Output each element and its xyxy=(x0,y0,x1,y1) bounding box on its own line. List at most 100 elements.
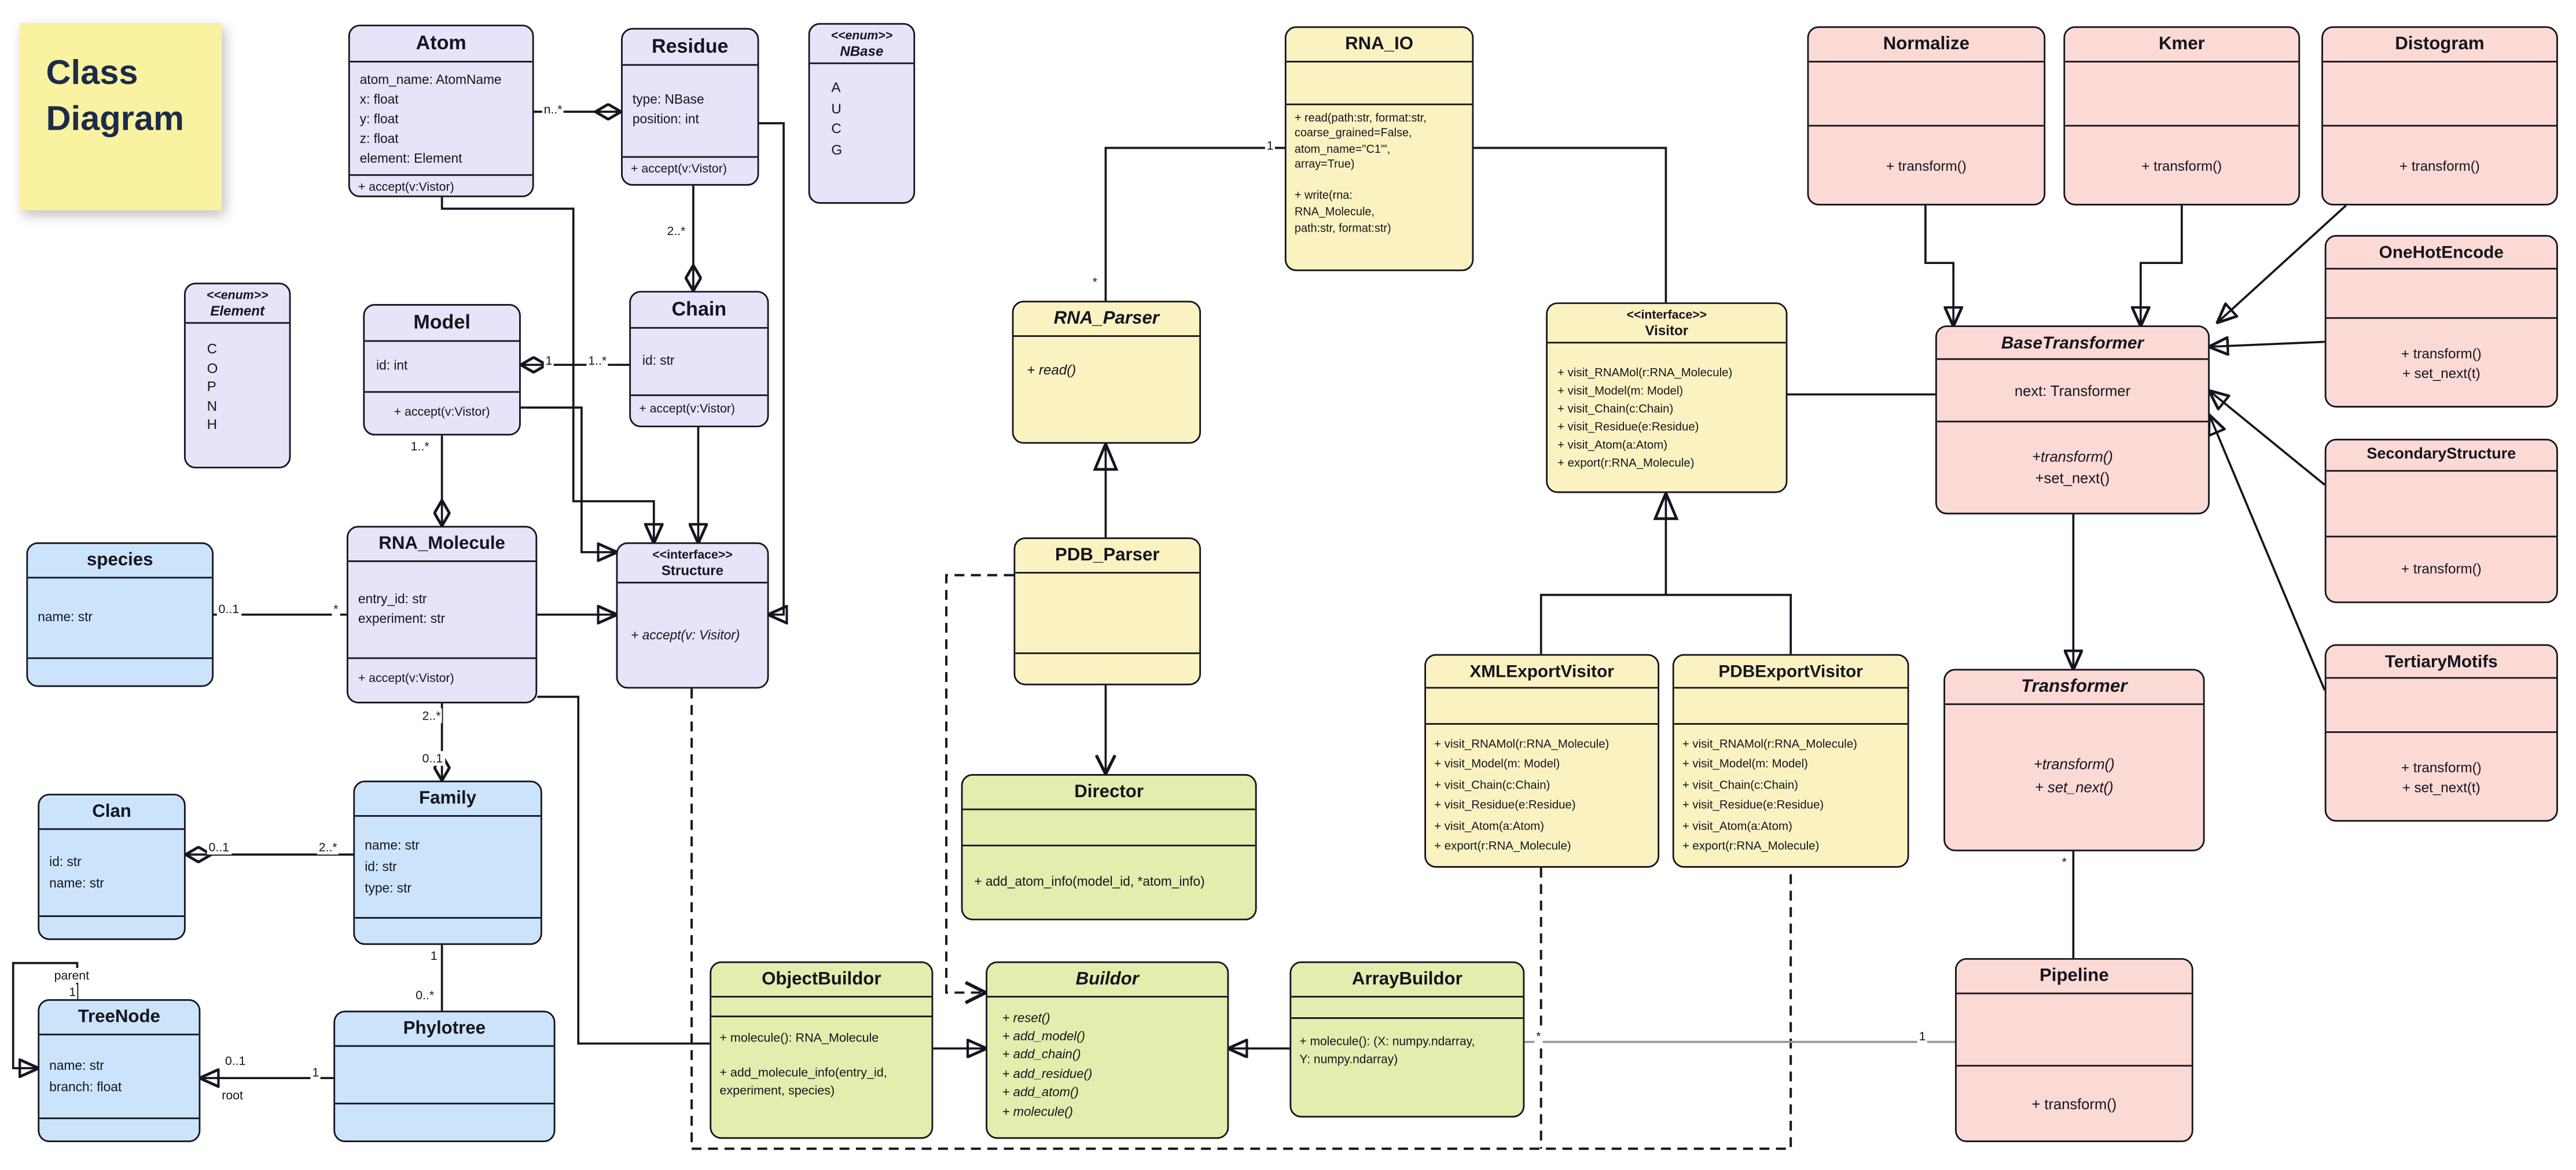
attributes-empty xyxy=(711,997,932,1017)
methods-empty xyxy=(28,659,212,685)
attributes: atom_name: AtomName x: float y: float z:… xyxy=(350,62,532,176)
methods: + accept(v:Vistor) xyxy=(639,401,736,416)
multiplicity-species-left: 0..1 xyxy=(216,601,241,617)
class-model[interactable]: Model id: int + accept(v:Vistor) xyxy=(363,304,521,436)
class-title: OneHotEncode xyxy=(2326,237,2557,270)
multiplicity-phylotree-top: 0..* xyxy=(414,988,436,1003)
class-title: Chain xyxy=(631,292,767,329)
title-note[interactable]: Class Diagram xyxy=(20,23,222,211)
methods: + reset() + add_model() + add_chain() + … xyxy=(1002,1010,1093,1119)
class-xml-export-visitor[interactable]: XMLExportVisitor + visit_RNAMol(r:RNA_Mo… xyxy=(1424,654,1660,868)
class-rna-parser[interactable]: RNA_Parser + read() xyxy=(1012,300,1201,444)
class-title: Model xyxy=(365,306,520,342)
class-residue[interactable]: Residue type: NBase position: int + acce… xyxy=(621,28,759,186)
attributes-empty xyxy=(962,809,1255,846)
class-pdb-parser[interactable]: PDB_Parser xyxy=(1013,537,1201,685)
methods: + transform() + set_next(t) xyxy=(2401,344,2482,381)
interface-structure[interactable]: <<interface>> Structure + accept(v: Visi… xyxy=(616,542,769,689)
methods: + accept(v:Vistor) xyxy=(631,161,727,176)
class-title: Residue xyxy=(622,30,758,65)
multiplicity-species-right: * xyxy=(332,601,340,617)
class-title: PDB_Parser xyxy=(1015,539,1200,573)
class-phylotree[interactable]: Phylotree xyxy=(333,1010,556,1142)
attributes: entry_id: str experiment: str xyxy=(348,562,536,659)
edge-residue-structure xyxy=(759,122,784,615)
class-tertiary-motifs[interactable]: TertiaryMotifs + transform() + set_next(… xyxy=(2324,644,2558,822)
class-rna-molecule[interactable]: RNA_Molecule entry_id: str experiment: s… xyxy=(346,526,538,703)
class-title: RNA_Parser xyxy=(1013,302,1200,336)
class-family[interactable]: Family name: str id: str type: str xyxy=(353,780,542,945)
class-normalize[interactable]: Normalize + transform() xyxy=(1807,26,2046,206)
class-title: PDBExportVisitor xyxy=(1674,656,1908,689)
class-director[interactable]: Director + add_atom_info(model_id, *atom… xyxy=(961,774,1257,920)
class-base-transformer[interactable]: BaseTransformer next: Transformer +trans… xyxy=(1935,325,2210,515)
class-clan[interactable]: Clan id: str name: str xyxy=(38,794,186,940)
edge-rnaio-rnaparser xyxy=(1104,146,1285,301)
class-secondary-structure[interactable]: SecondaryStructure + transform() xyxy=(2324,438,2558,603)
class-title: SecondaryStructure xyxy=(2326,441,2557,472)
class-chain[interactable]: Chain id: str + accept(v:Vistor) xyxy=(629,291,769,428)
class-title: Clan xyxy=(39,795,184,830)
interface-visitor[interactable]: <<interface>> Visitor + visit_RNAMol(r:R… xyxy=(1546,302,1788,493)
attributes-empty xyxy=(335,1046,554,1105)
edge-atom-structure xyxy=(440,197,654,542)
edge-rnaio-visitor xyxy=(1473,146,1667,303)
class-title: Family xyxy=(355,782,541,816)
class-title: Phylotree xyxy=(335,1013,554,1047)
methods: + accept(v:Vistor) xyxy=(394,405,490,420)
multiplicity-treenode-parent: 1 xyxy=(67,984,78,999)
edge-normalize-basetransformer xyxy=(1924,205,1953,325)
class-species[interactable]: species name: str xyxy=(26,542,214,687)
methods: + transform() xyxy=(2401,561,2482,578)
attributes: id: int xyxy=(365,342,520,393)
attributes-empty xyxy=(1425,689,1658,725)
enum-element[interactable]: <<enum>> Element C O P N H xyxy=(183,283,291,469)
class-object-buildor[interactable]: ObjectBuildor + molecule(): RNA_Molecule… xyxy=(710,961,934,1139)
class-title: BaseTransformer xyxy=(1936,327,2208,360)
methods: + visit_RNAMol(r:RNA_Molecule) + visit_M… xyxy=(1682,736,1858,853)
class-onehotencode[interactable]: OneHotEncode + transform() + set_next(t) xyxy=(2324,234,2558,408)
methods-empty xyxy=(355,919,541,944)
methods-empty xyxy=(335,1105,554,1140)
attributes-empty xyxy=(1809,62,2044,127)
class-title: Normalize xyxy=(1809,28,2044,62)
class-buildor[interactable]: Buildor + reset() + add_model() + add_ch… xyxy=(986,961,1229,1139)
class-title: Buildor xyxy=(987,963,1228,997)
multiplicity-rnaio: 1 xyxy=(1265,138,1276,153)
class-title: TreeNode xyxy=(39,1001,199,1035)
attributes-empty xyxy=(1674,689,1908,725)
methods: + transform() xyxy=(2031,1095,2117,1112)
class-distogram[interactable]: Distogram + transform() xyxy=(2321,26,2558,206)
class-pipeline[interactable]: Pipeline + transform() xyxy=(1955,958,2193,1142)
class-title: Kmer xyxy=(2065,28,2299,62)
class-kmer[interactable]: Kmer + transform() xyxy=(2063,26,2301,206)
methods: + accept(v: Visitor) xyxy=(631,627,740,643)
class-atom[interactable]: Atom atom_name: AtomName x: float y: flo… xyxy=(348,24,534,197)
attributes-empty xyxy=(1956,993,2192,1067)
enum-header: <<enum>> NBase xyxy=(810,25,914,65)
class-treenode[interactable]: TreeNode name: str branch: float xyxy=(38,999,201,1142)
multiplicity-rnamolecule-family: 2..* xyxy=(420,708,443,724)
multiplicity-pipeline: 1 xyxy=(1917,1029,1928,1044)
multiplicity-arraybuildor: * xyxy=(1534,1029,1543,1044)
multiplicity-treenode-root: 0..1 xyxy=(223,1053,248,1069)
multiplicity-family-bottom: 1 xyxy=(428,948,439,963)
role-treenode-root: root xyxy=(220,1088,245,1103)
edge-distogram-basetransformer xyxy=(2218,204,2347,322)
attributes: name: str xyxy=(28,578,212,659)
class-transformer[interactable]: Transformer +transform() + set_next() xyxy=(1943,669,2205,852)
class-title: RNA_Molecule xyxy=(348,527,536,562)
attributes: name: str id: str type: str xyxy=(355,816,541,919)
methods: + molecule(): (X: numpy.ndarray, Y: nump… xyxy=(1299,1033,1475,1066)
class-rna-io[interactable]: RNA_IO + read(path:str, format:str, coar… xyxy=(1284,26,1474,272)
class-array-buildor[interactable]: ArrayBuildor + molecule(): (X: numpy.nda… xyxy=(1289,961,1525,1118)
multiplicity-atom-residue: n..* xyxy=(542,101,564,117)
attributes-empty xyxy=(1015,573,1200,654)
class-title: Director xyxy=(962,776,1255,810)
enum-nbase[interactable]: <<enum>> NBase A U C G xyxy=(808,23,916,204)
methods: +transform() + set_next() xyxy=(2033,756,2115,795)
methods: + transform() + set_next(t) xyxy=(2401,758,2482,795)
multiplicity-clan-family: 2..* xyxy=(317,839,339,855)
class-pdb-export-visitor[interactable]: PDBExportVisitor + visit_RNAMol(r:RNA_Mo… xyxy=(1672,654,1909,868)
